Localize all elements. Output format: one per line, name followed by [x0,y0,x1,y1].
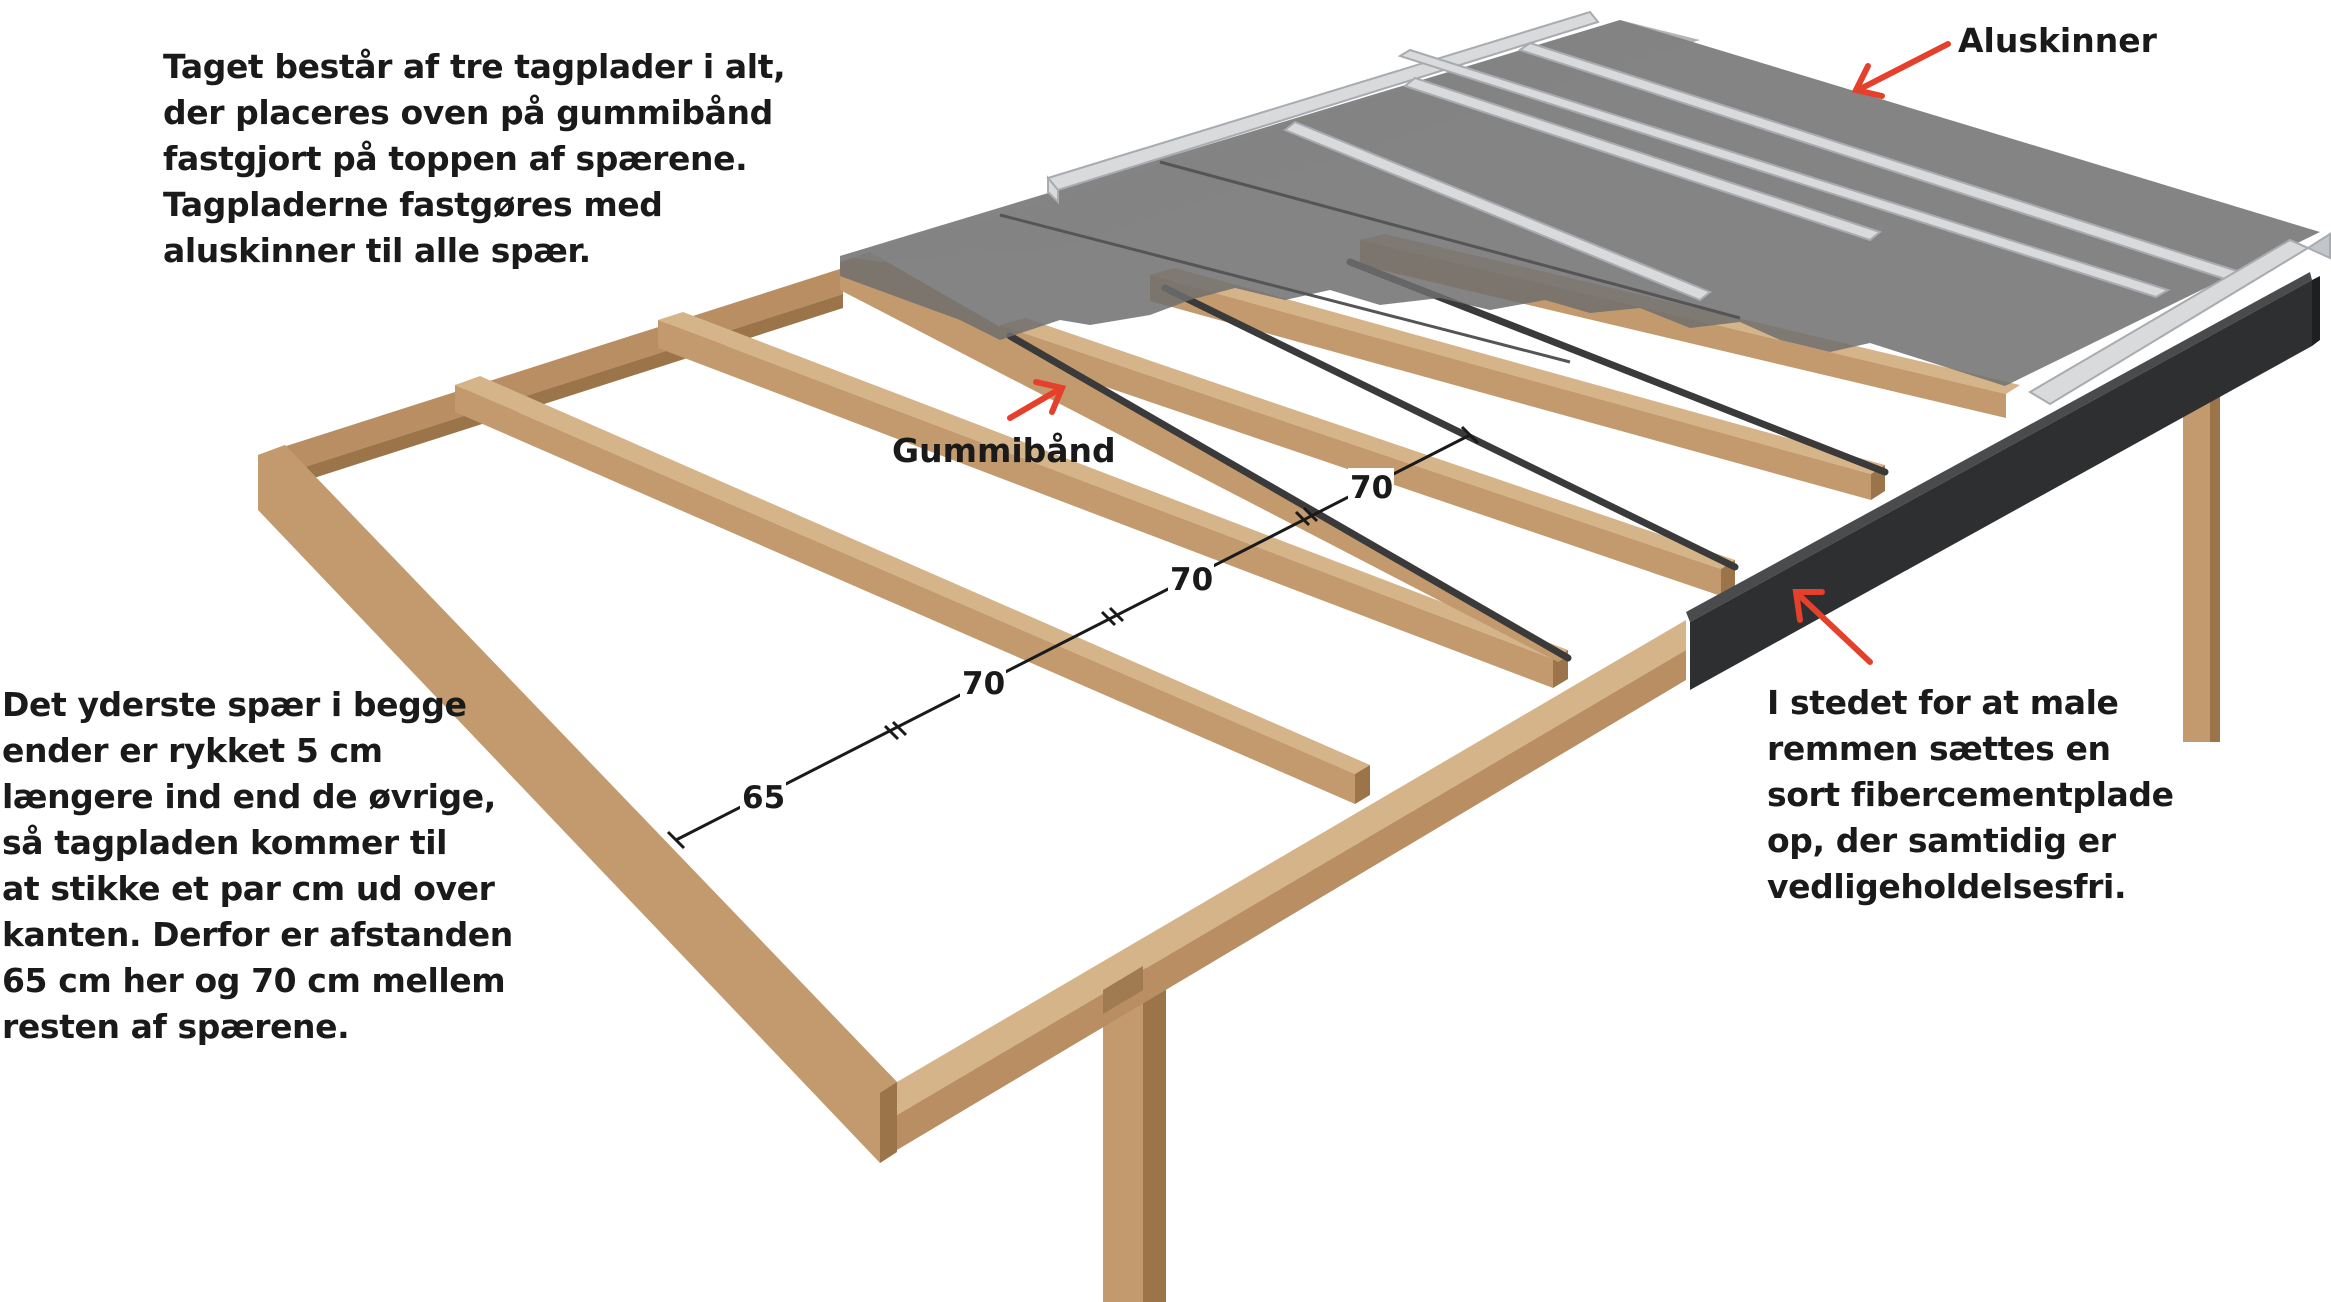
dimension-labels: 65 70 70 70 [740,468,1394,816]
callout-roof-panels: Taget består af tre tagplader i alt, der… [163,47,786,270]
arrow-gummibaand [1007,379,1067,421]
dimension-label-70: 70 [962,666,1005,702]
dimension-label-65: 65 [742,780,785,816]
dimension-line [666,425,1480,850]
arrow-aluskinner [1851,41,1951,99]
callout-outer-rafter: Det yderste spær i begge ender er rykket… [2,685,513,1046]
rafter-first-covered [840,252,1570,662]
alu-rails [1046,10,2331,406]
post-right [2183,340,2220,742]
label-aluskinner: Aluskinner [1958,21,2158,60]
dimension-label-70: 70 [1350,470,1393,506]
rafter-2 [455,376,1370,804]
callout-fiber-cement: I stedet for at male remmen sættes en so… [1767,683,2174,906]
dimension-label-70: 70 [1170,562,1213,598]
rafter-4 [1000,318,1735,596]
arrow-fiber-cement [1792,589,1873,665]
post-front [1103,966,1166,1302]
label-gummibaand: Gummibånd [892,431,1116,470]
fiber-cement-board [1686,272,2320,690]
front-beam [897,620,1686,1150]
rafter-1 [258,445,897,1163]
